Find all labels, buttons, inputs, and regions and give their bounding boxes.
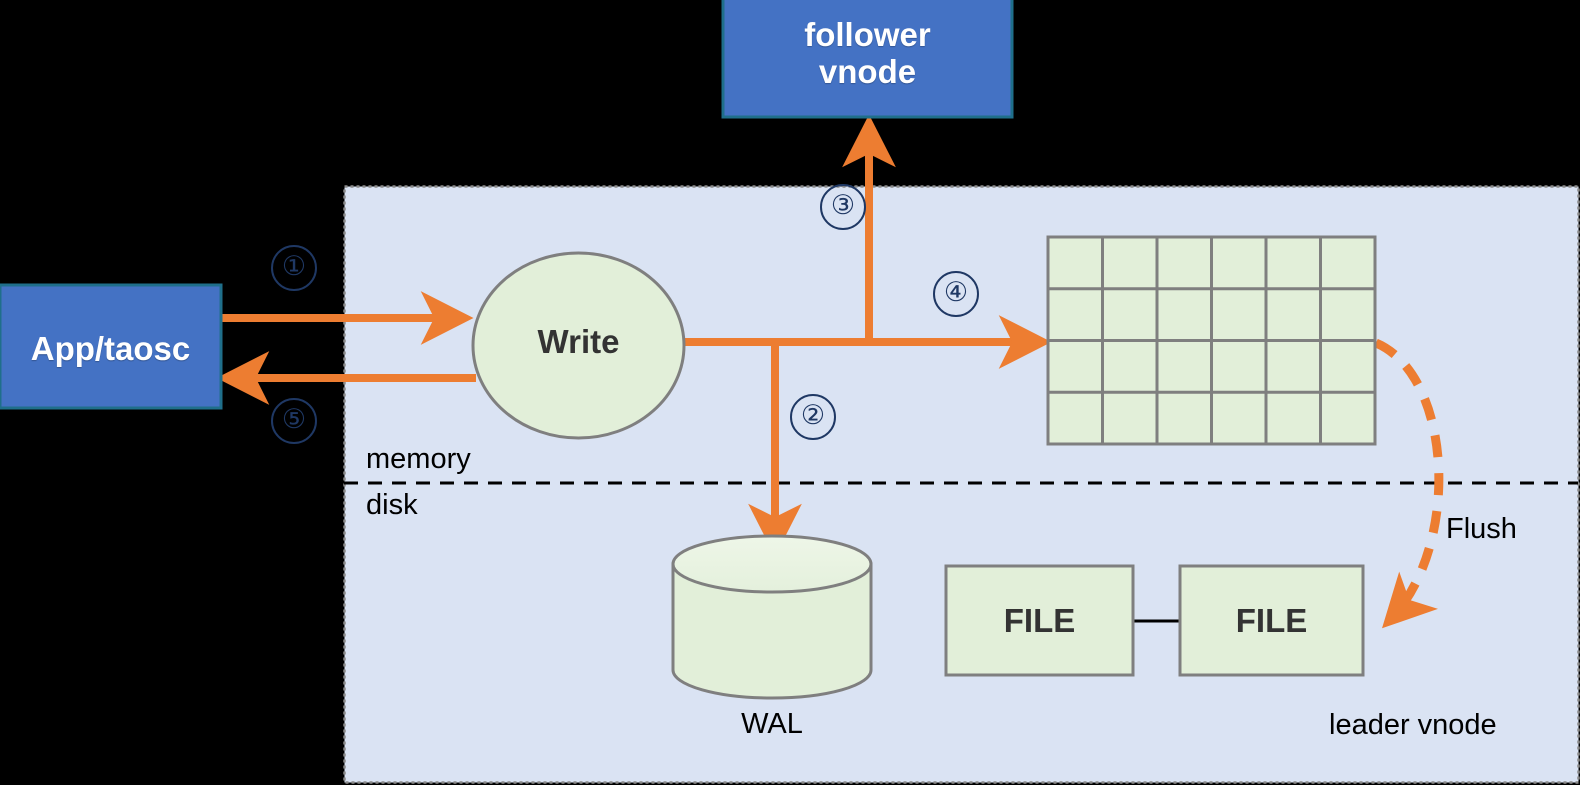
step-number-3: ③ (820, 184, 866, 230)
step-number-2: ② (790, 394, 836, 440)
step-number-4: ④ (933, 271, 979, 317)
step-number-1: ① (271, 245, 317, 291)
node-write[interactable] (471, 251, 686, 440)
node-file-right[interactable] (1178, 564, 1365, 677)
node-file-left[interactable] (944, 564, 1135, 677)
step-number-5: ⑤ (271, 398, 317, 444)
node-memtable-grid[interactable] (1046, 235, 1377, 446)
node-app-taosc[interactable] (0, 283, 223, 410)
edge-flush-memtable-to-file (1374, 338, 1444, 629)
node-wal-cylinder[interactable] (671, 534, 873, 700)
node-follower-vnode[interactable] (721, 0, 1014, 119)
